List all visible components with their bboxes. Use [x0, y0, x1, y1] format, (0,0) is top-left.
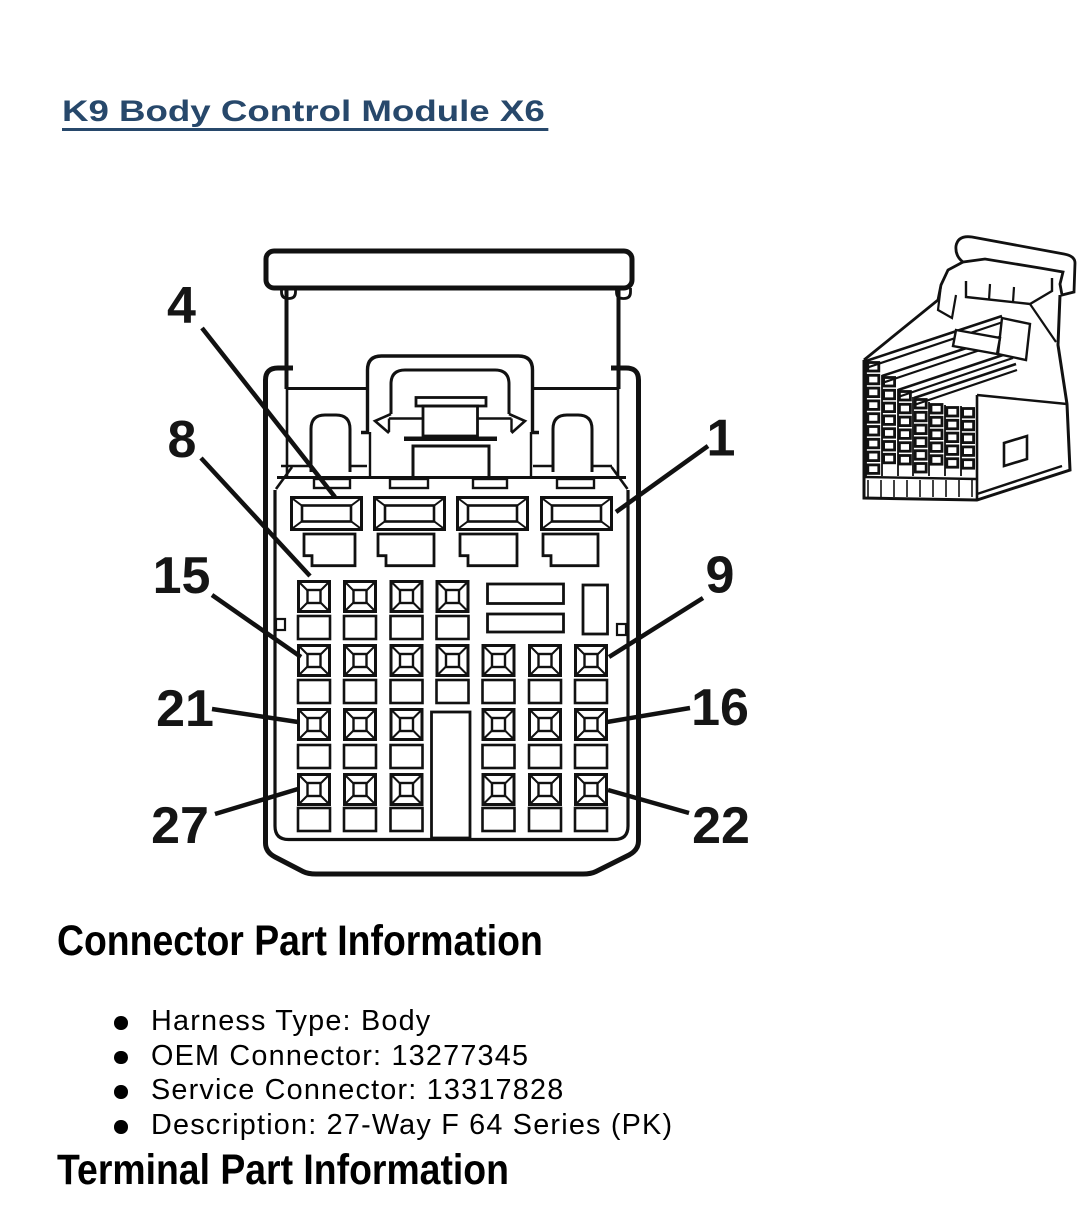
svg-text:22: 22	[692, 797, 750, 855]
svg-text:8: 8	[168, 411, 197, 469]
svg-text:9: 9	[706, 547, 735, 605]
svg-text:15: 15	[153, 547, 211, 605]
svg-text:27: 27	[151, 797, 209, 855]
svg-text:16: 16	[691, 679, 749, 737]
svg-text:4: 4	[167, 277, 196, 335]
svg-text:21: 21	[156, 680, 214, 738]
svg-text:1: 1	[707, 410, 736, 468]
